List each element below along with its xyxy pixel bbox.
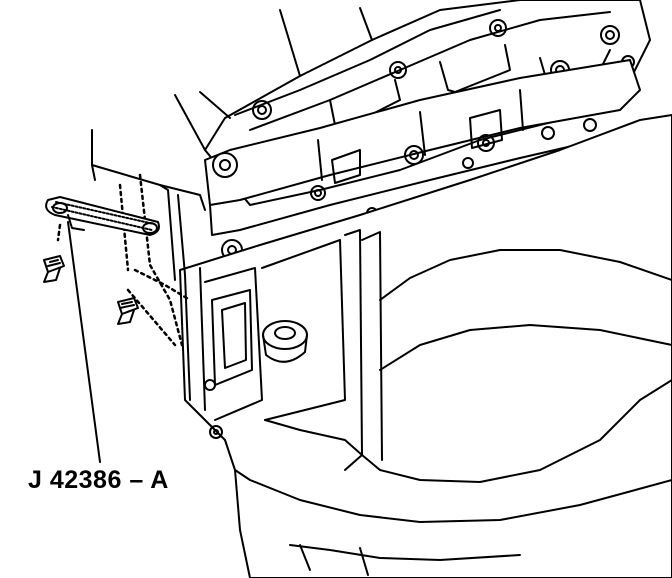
alignment-tool xyxy=(45,196,160,236)
side-cover-plate xyxy=(91,129,206,281)
bolt-left xyxy=(43,255,65,283)
alignment-dashes xyxy=(56,173,192,347)
callout-leader-line xyxy=(67,221,101,463)
bolt-right xyxy=(117,297,139,325)
tool-callout-label: J 42386 – A xyxy=(28,466,169,494)
oil-pan xyxy=(179,114,672,578)
